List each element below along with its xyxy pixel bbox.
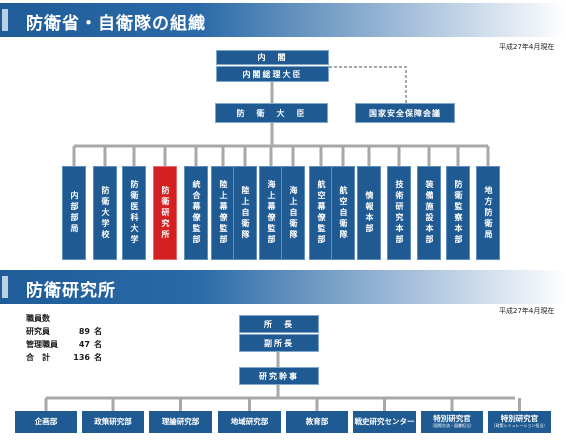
department-sublabel: （国際交流・図書担当） [430, 423, 474, 429]
department-label: 理論研究部 [161, 416, 200, 426]
org-unit-label: 統合幕僚監部 [192, 180, 201, 246]
org-unit-label: 航空自衛隊 [339, 185, 348, 241]
org-unit: 内部部局 [62, 166, 86, 260]
staff-count-value: 136 [73, 353, 90, 362]
nids-date: 平成27年4月現在 [499, 307, 555, 315]
president-box: 所 長 [239, 315, 319, 333]
department-box: 理論研究部 [149, 411, 212, 433]
org-unit: 陸上幕僚監部 [211, 166, 235, 260]
org-unit-label: 防衛研究所 [161, 185, 170, 241]
staff-unit: 名 [94, 327, 102, 336]
staff-label: 研究員 [26, 327, 50, 336]
org-unit: 統合幕僚監部 [184, 166, 208, 260]
department-box: 戦史研究センター [353, 411, 416, 433]
staff-heading: 職員数 [26, 314, 50, 323]
org-unit: 装備施設本部 [417, 166, 441, 260]
org-unit-label: 海上幕僚監部 [267, 180, 276, 246]
org-unit-label: 情報本部 [365, 191, 374, 235]
org-unit: 情報本部 [357, 166, 381, 260]
department-label: 戦史研究センター [354, 416, 415, 426]
org-unit: 防衛大学校 [93, 166, 117, 260]
org-section-banner: 防衛省・自衛隊の組織 [0, 3, 566, 37]
org-unit: 航空幕僚監部 [309, 166, 333, 260]
org-unit: 陸上自衛隊 [233, 166, 257, 260]
minister-of-defense-box: 防 衛 大 臣 [215, 103, 328, 123]
department-label: 特別研究官 [500, 414, 539, 424]
org-unit: 防衛医科大学 [122, 166, 146, 260]
org-unit-label: 航空幕僚監部 [317, 180, 326, 246]
executive-director-box: 研究幹事 [239, 367, 319, 385]
national-security-council-box: 国家安全保障会議 [355, 103, 455, 123]
org-unit-label: 海上自衛隊 [289, 185, 298, 241]
org-unit: 防衛監察本部 [446, 166, 470, 260]
department-box: 地域研究部 [218, 411, 281, 433]
org-unit: 航空自衛隊 [331, 166, 355, 260]
department-label: 教育部 [305, 416, 329, 426]
department-label: 政策研究部 [94, 416, 132, 426]
staff-count-value: 89 [78, 327, 90, 336]
org-unit-label: 地方防衛局 [484, 185, 493, 241]
department-label: 地域研究部 [230, 416, 269, 426]
department-sublabel: （政策シミュレーション担当） [491, 423, 548, 429]
org-unit-label: 防衛大学校 [101, 185, 110, 241]
staff-count: 職員数 研究員 89 名 管理職員 47 名 合 計 136 名 [26, 312, 102, 364]
department-label: 企画部 [34, 416, 58, 426]
org-unit: 海上幕僚監部 [259, 166, 283, 260]
org-unit: 海上自衛隊 [281, 166, 305, 260]
org-section-title: 防衛省・自衛隊の組織 [26, 14, 206, 34]
org-unit-highlighted: 防衛研究所 [153, 166, 177, 260]
org-unit-label: 装備施設本部 [425, 180, 434, 246]
prime-minister-box: 内閣総理大臣 [216, 66, 329, 82]
department-box: 教育部 [286, 411, 348, 433]
org-unit-label: 陸上自衛隊 [241, 185, 250, 241]
staff-label: 管理職員 [26, 340, 58, 349]
vice-president-box: 副所長 [239, 334, 319, 352]
nids-section-banner: 防衛研究所 [0, 270, 566, 304]
org-unit-label: 陸上幕僚監部 [219, 180, 228, 246]
staff-row: 管理職員 47 名 [26, 338, 102, 351]
org-unit: 地方防衛局 [476, 166, 500, 260]
org-unit-label: 防衛医科大学 [130, 180, 139, 246]
cabinet-box: 内 閣 [216, 50, 329, 65]
staff-row: 合 計 136 名 [26, 351, 102, 364]
staff-unit: 名 [94, 353, 102, 362]
org-unit-label: 技術研究本部 [395, 180, 404, 246]
staff-count-value: 47 [78, 340, 90, 349]
org-unit-label: 防衛監察本部 [454, 180, 463, 246]
department-box: 特別研究官 （政策シミュレーション担当） [488, 411, 551, 433]
department-box: 政策研究部 [82, 411, 144, 433]
org-unit: 技術研究本部 [387, 166, 411, 260]
staff-label: 合 計 [26, 353, 50, 362]
banner-accent [2, 9, 8, 31]
department-box: 企画部 [15, 411, 77, 433]
org-date: 平成27年4月現在 [499, 43, 555, 51]
department-box: 特別研究官 （国際交流・図書担当） [421, 411, 483, 433]
nids-section-title: 防衛研究所 [26, 281, 116, 301]
department-label: 特別研究官 [433, 414, 471, 424]
staff-row: 研究員 89 名 [26, 325, 102, 338]
staff-unit: 名 [94, 340, 102, 349]
banner-accent [2, 276, 8, 298]
org-unit-label: 内部部局 [70, 191, 79, 235]
